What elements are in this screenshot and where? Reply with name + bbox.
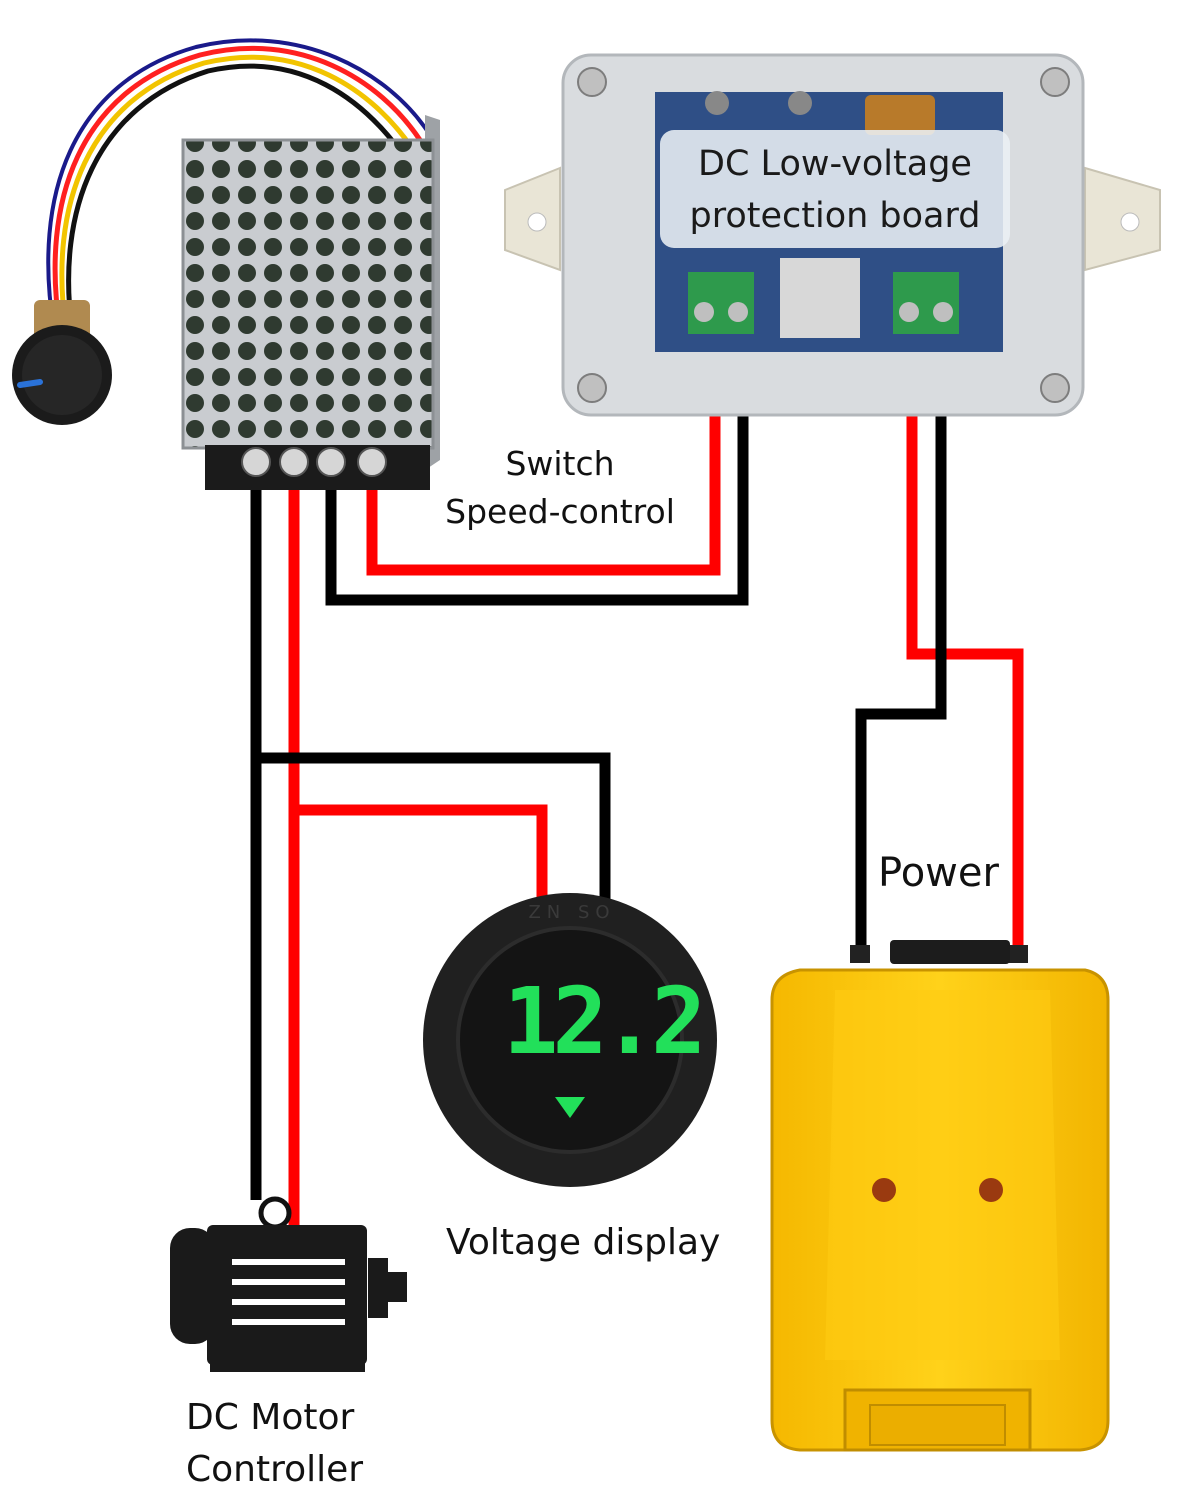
wire-speed-red	[366, 385, 721, 576]
protection-board-label-line1: DC Low-voltage	[698, 144, 972, 184]
potentiometer-knob-icon	[12, 38, 430, 425]
motor-controller-label-line2: Controller	[186, 1449, 364, 1490]
wire-power-red	[906, 385, 1024, 955]
voltmeter-icon	[423, 893, 717, 1187]
power-label: Power	[878, 850, 999, 896]
motor-icon	[170, 1196, 407, 1372]
wire-power-black	[855, 385, 947, 955]
speed-control-label: Speed-control	[445, 492, 675, 531]
wire-speed-black	[325, 385, 749, 606]
voltmeter-brand-mark: ZN SO	[528, 902, 616, 923]
switch-speed-control-label: Switch Speed-control	[440, 440, 680, 536]
protection-board-label: DC Low-voltage protection board	[660, 130, 1010, 248]
speed-controller-module-icon	[181, 115, 440, 490]
voltage-display-label: Voltage display	[446, 1222, 721, 1263]
wire-vm-red	[294, 804, 548, 905]
battery-adapter-icon	[770, 940, 1110, 1452]
wires	[250, 385, 1024, 1230]
motor-controller-label: DC Motor Controller	[186, 1392, 363, 1496]
protection-board-label-line2: protection board	[689, 196, 981, 236]
switch-label: Switch	[505, 444, 615, 483]
wire-vm-black	[256, 752, 611, 905]
voltmeter-reading: 12.2	[503, 968, 707, 1075]
motor-controller-label-line1: DC Motor	[186, 1397, 355, 1438]
